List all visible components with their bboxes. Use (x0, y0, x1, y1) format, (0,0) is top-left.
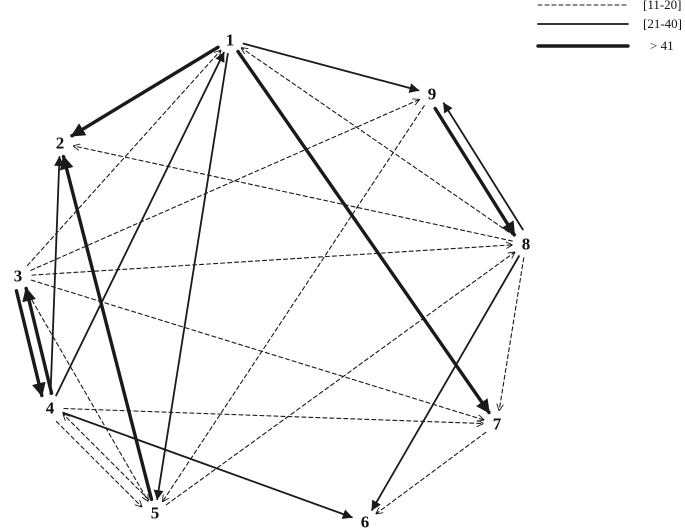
edge-3-to-8 (31, 245, 512, 276)
edge-4-to-6 (62, 411, 353, 519)
edge-4-to-5 (55, 420, 141, 506)
edge-1-to-2 (70, 45, 220, 138)
edge-9-to-8 (433, 106, 517, 237)
node-2: 2 (56, 134, 65, 153)
edge-3-to-4 (14, 289, 46, 398)
node-9: 9 (428, 85, 437, 104)
node-5: 5 (151, 504, 160, 523)
legend: [11-20] [21-40] > 41 (536, 0, 682, 53)
edge-5-to-2 (59, 154, 154, 502)
edge-8-to-6 (371, 255, 520, 511)
node-6: 6 (361, 513, 370, 532)
edges-layer (14, 42, 525, 519)
edge-1-to-7 (236, 49, 491, 415)
node-8: 8 (522, 235, 531, 254)
edge-5-to-8 (165, 252, 514, 506)
legend-label-thick: > 41 (650, 38, 674, 53)
edge-8-to-7 (499, 257, 525, 410)
node-7: 7 (493, 415, 502, 434)
edge-7-to-6 (376, 431, 487, 513)
edge-4-to-7 (63, 407, 483, 424)
edge-4-to-2 (49, 155, 65, 395)
edge-9-to-5 (163, 105, 425, 502)
node-1: 1 (226, 31, 235, 50)
edge-8-to-9 (442, 102, 524, 231)
legend-label-solid: [21-40] (643, 16, 682, 31)
legend-label-dashed: [11-20] (643, 0, 682, 12)
edge-3-to-7 (30, 279, 483, 420)
node-4: 4 (46, 399, 55, 418)
edge-3-to-1 (26, 50, 220, 267)
edge-3-to-9 (30, 100, 419, 271)
edge-4-to-3 (22, 286, 54, 395)
edge-8-to-1 (242, 48, 516, 237)
edge-1-to-9 (242, 42, 420, 93)
node-3: 3 (14, 267, 23, 286)
edge-5-to-4 (63, 414, 150, 501)
edge-4-to-1 (55, 51, 225, 397)
edge-1-to-5 (153, 52, 229, 501)
edge-3-to-5 (24, 287, 148, 501)
edge-8-to-2 (74, 146, 513, 242)
nodes-layer: 1 2 3 4 5 6 7 8 9 (14, 31, 531, 532)
